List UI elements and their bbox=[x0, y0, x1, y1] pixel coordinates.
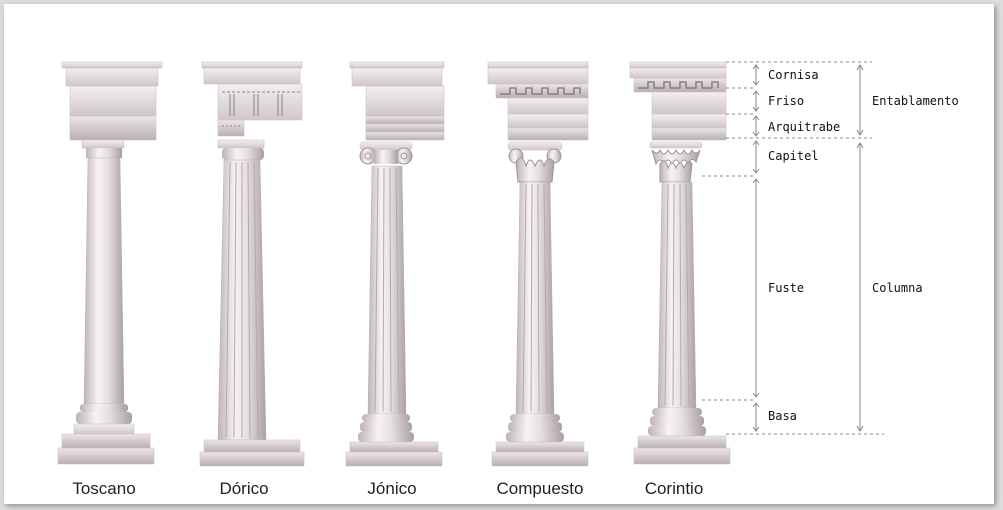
order-label-toscano: Toscano bbox=[72, 479, 135, 498]
column-corintio bbox=[630, 62, 730, 464]
order-label-jonico: Jónico bbox=[367, 479, 416, 498]
architectural-orders-diagram: Cornisa Friso Arquitrabe Capitel Fuste B… bbox=[4, 4, 994, 504]
order-label-compuesto: Compuesto bbox=[497, 479, 584, 498]
label-capitel: Capitel bbox=[768, 149, 819, 163]
label-basa: Basa bbox=[768, 409, 797, 423]
label-cornisa: Cornisa bbox=[768, 68, 819, 82]
column-jonico bbox=[346, 62, 444, 466]
label-columna: Columna bbox=[872, 281, 923, 295]
group-arrows bbox=[857, 65, 863, 431]
order-label-corintio: Corintio bbox=[645, 479, 704, 498]
diagram-frame: Cornisa Friso Arquitrabe Capitel Fuste B… bbox=[4, 4, 994, 504]
label-arquitrabe: Arquitrabe bbox=[768, 120, 840, 134]
label-friso: Friso bbox=[768, 94, 804, 108]
part-arrows bbox=[753, 65, 759, 431]
reference-lines bbox=[702, 62, 884, 434]
label-entablamento: Entablamento bbox=[872, 94, 959, 108]
column-dorico bbox=[200, 62, 304, 466]
order-label-dorico: Dórico bbox=[219, 479, 268, 498]
column-compuesto bbox=[488, 62, 588, 466]
column-toscano bbox=[58, 62, 162, 464]
label-fuste: Fuste bbox=[768, 281, 804, 295]
